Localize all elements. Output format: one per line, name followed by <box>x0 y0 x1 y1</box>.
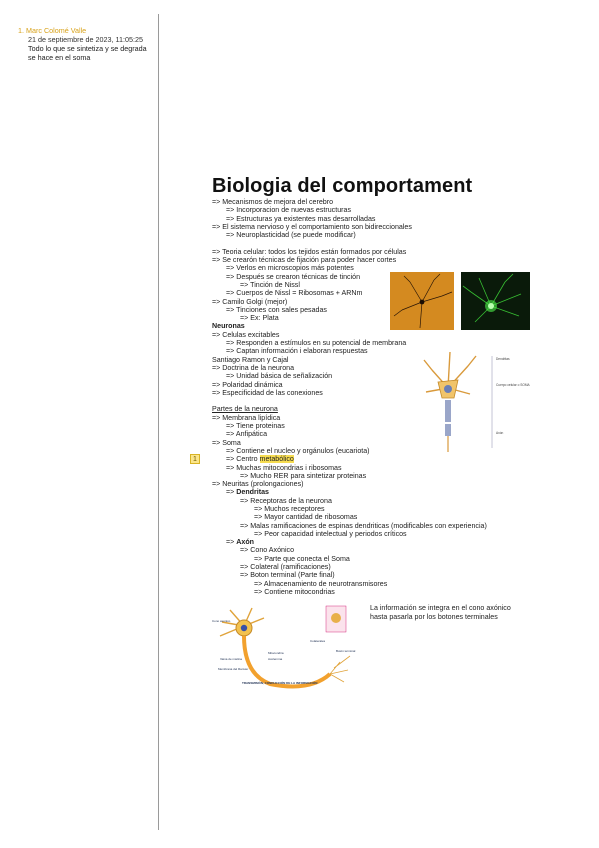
neuron-structure-diagram: Dendritas Cuerpo celular o SOMA Axón <box>423 351 531 452</box>
note-line: => Cuerpos de Nissl = Ribosomas + ARNm <box>226 289 363 298</box>
note-line: => Malas ramificaciones de espinas dendr… <box>240 521 487 530</box>
note-line: => Parte que conecta el Soma <box>254 554 350 563</box>
note-line: => Membrana lipídica <box>212 413 281 422</box>
note-line: => Mucho RER para sintetizar proteinas <box>240 471 367 480</box>
comment-text: Todo lo que se sintetiza y se degrada se… <box>28 44 147 62</box>
note-line: => Doctrina de la neurona <box>212 363 295 372</box>
note-line: => Teoria celular: todos los tejidos est… <box>212 247 407 256</box>
note-line: => Incorporacion de nuevas estructuras <box>226 206 352 215</box>
note-line: => Dendritas <box>226 488 269 497</box>
note-line: Santiago Ramon y Cajal <box>212 355 289 364</box>
note-line: => Mecanismos de mejora del cerebro <box>212 198 334 206</box>
label-vaina-mielina: Vaina de mielina <box>220 657 242 661</box>
label-axolemma: Axolemma <box>268 657 283 661</box>
page-title: Biologia del comportament <box>212 175 473 197</box>
comment-author: Marc Colomé Valle <box>26 26 87 35</box>
note-line: => Polaridad dinámica <box>212 380 283 389</box>
comment-marker[interactable]: 1 <box>190 454 200 464</box>
note-line: => Soma <box>212 438 241 447</box>
note-line: => Almacenamiento de neurotransmisores <box>254 579 388 588</box>
note-line: => Estructuras ya existentes mas desarro… <box>226 214 376 223</box>
comment-annotation: 1. Marc Colomé Valle 21 de septiembre de… <box>18 26 153 62</box>
note-line: => Tinción de Nissl <box>240 280 300 289</box>
label-dendrites: Dendritas <box>496 357 510 361</box>
label-axon: Axón <box>496 431 503 435</box>
note-line: => Unidad básica de señalización <box>226 372 333 381</box>
label-ranvier: Membrana del Ranvier <box>218 667 248 671</box>
note-line: => Neuritas (prolongaciones) <box>212 480 304 489</box>
note-line: => Neuroplasticidad (se puede modificar) <box>226 231 356 240</box>
note-line: => Responden a estímulos en su potencial… <box>226 339 407 348</box>
diagram-caption: La información se integra en el cono axó… <box>370 604 511 621</box>
label-cono-axonico: Cono axónico <box>212 619 231 623</box>
comment-number: 1. <box>18 26 24 35</box>
margin-divider <box>158 14 159 830</box>
label-transmision: TRANSMISIÓN, CONDUCCIÓN DE LA INFORMACIÓ… <box>242 680 317 685</box>
note-line: => Mayor cantidad de ribosomas <box>254 513 358 522</box>
note-line: => Camilo Golgi (mejor) <box>212 297 288 306</box>
comment-date: 21 de septiembre de 2023, 11:05:25 <box>28 35 143 44</box>
note-line: => Boton terminal (Parte final) <box>240 571 335 580</box>
note-line: => Verlos en microscopios más potentes <box>226 264 354 273</box>
label-mitocondria: Mitocondria <box>268 651 284 655</box>
label-colaterales: Colaterales <box>310 639 326 643</box>
note-line: => Celulas excitables <box>212 330 280 339</box>
note-line: => Contiene el nucleo y orgánulos (eucar… <box>226 446 370 455</box>
note-line: => Se crearón técnicas de fijación para … <box>212 256 397 265</box>
label-boton-terminal: Botón terminal <box>336 649 356 653</box>
label-soma: Cuerpo celular o SOMA <box>496 383 531 387</box>
note-line: => Axón <box>226 538 254 547</box>
note-line: => Ex: Plata <box>240 314 279 323</box>
note-line: => Colateral (ramificaciones) <box>240 563 331 572</box>
note-line: => Anfipática <box>226 430 268 439</box>
note-line: => Tinciones con sales pesadas <box>226 305 327 314</box>
note-line: => Después se crearon técnicas de tinció… <box>226 272 361 281</box>
note-line: => Peor capacidad intelectual y periodos… <box>254 529 407 538</box>
note-line: => Especificidad de las conexiones <box>212 388 323 397</box>
section-heading: Neuronas <box>212 322 245 331</box>
note-line: => Centro metabólico <box>226 455 294 464</box>
notes-body: => Mecanismos de mejora del cerebro => I… <box>212 198 532 596</box>
note-line: => Muchos receptores <box>254 504 325 513</box>
note-line: => Receptoras de la neurona <box>240 496 332 505</box>
note-line: => Cono Axónico <box>240 546 295 555</box>
note-line: => Contiene mitocondrias <box>254 587 335 596</box>
fluorescent-neuron-image <box>461 272 530 330</box>
note-line: => Tiene proteinas <box>226 422 285 431</box>
golgi-stain-image <box>390 272 454 330</box>
note-line: => Muchas mitocondrias i ribosomas <box>226 463 342 472</box>
neuron-transmission-diagram: Cono axónico Vaina de mielina Membrana d… <box>212 605 356 689</box>
section-heading: Partes de la neurona <box>212 405 278 414</box>
highlighted-text: metabólico <box>259 455 294 464</box>
note-line: => El sistema nervioso y el comportamien… <box>212 222 412 231</box>
note-line: => Captan información i elaboran respues… <box>226 347 368 356</box>
